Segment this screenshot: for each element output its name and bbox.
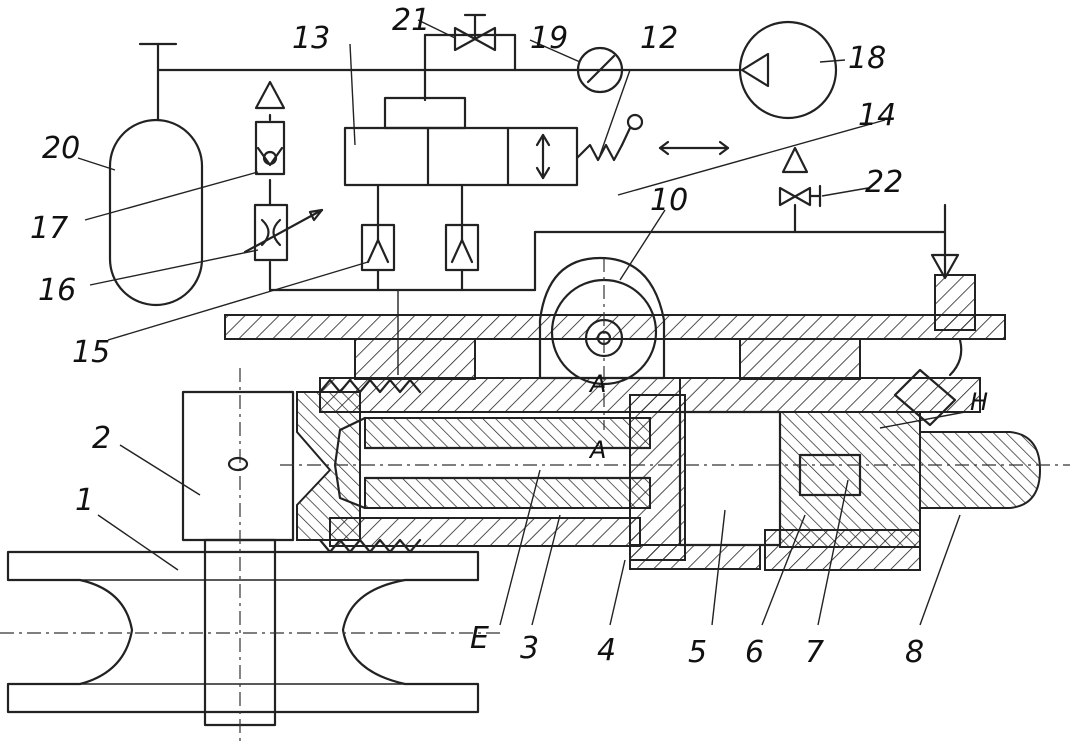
label-8: 8 <box>905 635 924 670</box>
label-10: 10 <box>650 183 688 218</box>
leader-lines <box>77 19 966 626</box>
tank-symbols <box>360 223 480 272</box>
label-H: H <box>970 388 988 416</box>
label-18: 18 <box>848 41 886 76</box>
cylinder-body <box>280 274 1070 571</box>
pump <box>738 20 838 120</box>
pressure-gauge <box>576 46 624 94</box>
grooved-wheel <box>6 550 480 714</box>
label-1: 1 <box>75 483 94 518</box>
directional-valve <box>343 96 730 187</box>
label-22: 22 <box>865 165 903 200</box>
shaft-bracket <box>0 368 500 744</box>
label-7: 7 <box>805 635 824 670</box>
label-12: 12 <box>640 21 678 56</box>
tank-right <box>930 253 960 280</box>
label-17: 17 <box>30 211 68 246</box>
label-A-upper: A <box>588 370 606 398</box>
label-19: 19 <box>530 21 568 56</box>
pipe-network <box>138 33 947 375</box>
label-15: 15 <box>72 335 110 370</box>
label-4: 4 <box>597 633 616 668</box>
bellows <box>318 378 422 554</box>
label-3: 3 <box>520 631 539 666</box>
label-13: 13 <box>292 21 330 56</box>
label-20: 20 <box>42 131 80 166</box>
throttle-valve <box>243 203 324 262</box>
check-valve <box>254 80 286 176</box>
label-E: E <box>470 621 489 656</box>
label-21: 21 <box>392 3 430 38</box>
label-14: 14 <box>858 98 896 133</box>
label-16: 16 <box>38 273 76 308</box>
label-2: 2 <box>92 421 111 456</box>
label-5: 5 <box>688 635 707 670</box>
mounting-plate <box>224 314 1006 380</box>
callout-labels: 1 2 E 3 4 5 6 7 8 10 12 13 14 15 16 17 1… <box>30 3 988 670</box>
label-6: 6 <box>745 635 764 670</box>
stop-valve <box>453 13 497 52</box>
label-A-lower: A <box>588 436 606 464</box>
drain-valve <box>778 146 822 208</box>
